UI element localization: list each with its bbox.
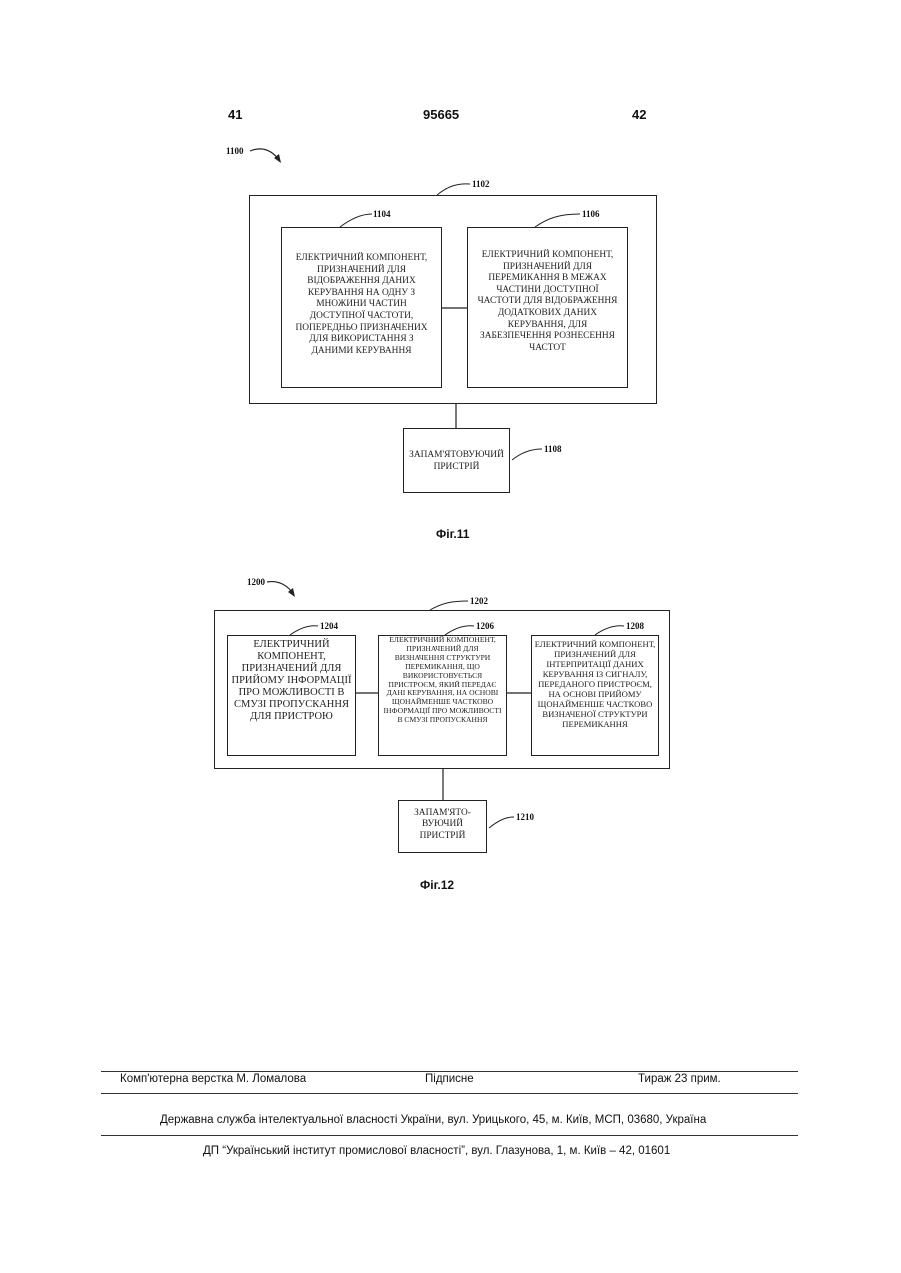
- fig12-memory-text: ЗАПАМ'ЯТО-ВУЮЧИЙ ПРИСТРІЙ: [403, 808, 482, 842]
- fig11-ref-main: 1100: [226, 146, 244, 156]
- footer-layout-credit: Комп'ютерна верстка М. Ломалова: [120, 1073, 306, 1085]
- fig12-box-b-text: ЕЛЕКТРИЧНИЙ КОМПОНЕНТ, ПРИЗНАЧЕНИЙ ДЛЯ В…: [381, 636, 504, 725]
- fig11-caption: Фіг.11: [436, 527, 469, 541]
- fig12-box-c-text: ЕЛЕКТРИЧНИЙ КОМПОНЕНТ, ПРИЗНАЧЕНИЙ ДЛЯ І…: [534, 639, 656, 729]
- fig12-outer-leader: [430, 601, 468, 610]
- fig12-memory-leader: [489, 817, 514, 828]
- fig12-ref-main: 1200: [247, 577, 265, 587]
- footer-agency: Державна служба інтелектуальної власност…: [160, 1114, 706, 1126]
- fig12-ref-memory: 1210: [516, 812, 534, 822]
- fig12-ref-box-a: 1204: [320, 621, 338, 631]
- footer-rule-top: [101, 1071, 798, 1072]
- fig11-ref-box-a: 1104: [373, 209, 391, 219]
- fig11-ref-memory: 1108: [544, 444, 562, 454]
- footer-rule-bottom: [101, 1135, 798, 1136]
- fig12-caption: Фіг.12: [420, 878, 454, 892]
- fig12-box-a-text: ЕЛЕКТРИЧНИЙ КОМПОНЕНТ, ПРИЗНАЧЕНИЙ ДЛЯ П…: [231, 639, 352, 723]
- fig11-memory-text: ЗАПАМ'ЯТОВУЮЧИЙ ПРИСТРІЙ: [406, 450, 507, 473]
- fig11-memory-leader: [512, 449, 542, 460]
- footer-rule-mid: [101, 1093, 798, 1094]
- fig12-ref-outer: 1202: [470, 596, 488, 606]
- footer-signed: Підписне: [425, 1073, 474, 1085]
- fig12-ref-box-b: 1206: [476, 621, 494, 631]
- fig11-ref-outer: 1102: [472, 179, 490, 189]
- fig11-box-a-text: ЕЛЕКТРИЧНИЙ КОМПОНЕНТ, ПРИЗНАЧЕНИЙ ДЛЯ В…: [290, 253, 433, 357]
- fig11-box-b-text: ЕЛЕКТРИЧНИЙ КОМПОНЕНТ, ПРИЗНАЧЕНИЙ ДЛЯ П…: [474, 250, 621, 354]
- fig12-ref-box-c: 1208: [626, 621, 644, 631]
- fig11-outer-leader: [437, 184, 470, 195]
- fig11-ref-box-b: 1106: [582, 209, 600, 219]
- fig11-ref-arrow: [250, 149, 280, 161]
- footer-circulation: Тираж 23 прим.: [638, 1073, 721, 1085]
- footer-institute: ДП “Український інститут промислової вла…: [203, 1145, 670, 1157]
